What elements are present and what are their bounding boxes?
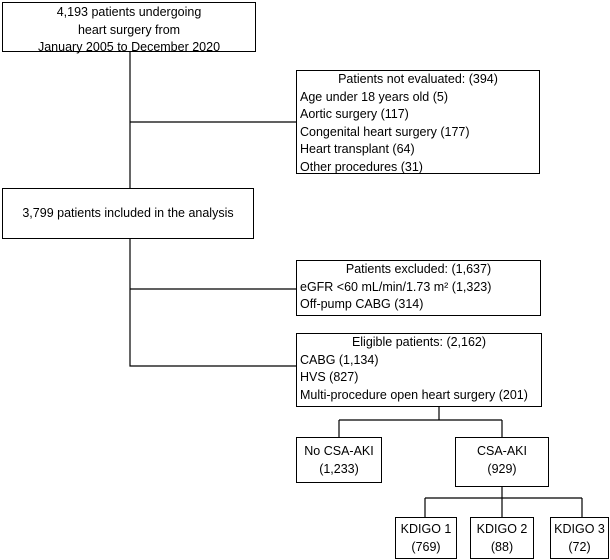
eligible-item: Multi-procedure open heart surgery (201) xyxy=(300,387,528,402)
start-line-2: heart surgery from xyxy=(77,22,181,37)
no-csa-aki-count: (1,233) xyxy=(319,461,359,476)
connector-csa-aki-to-kdigo xyxy=(424,486,583,517)
eligible-item: HVS (827) xyxy=(300,370,359,384)
no-csa-aki-label: No CSA-AKI xyxy=(304,444,374,458)
kdigo1-count: (769) xyxy=(411,539,441,554)
kdigo3-count: (72) xyxy=(568,539,591,554)
connector-included-to-eligible xyxy=(129,238,296,367)
connector-eligible-to-groups xyxy=(338,406,503,437)
csa-aki-count: (929) xyxy=(487,461,517,476)
eligible-item: CABG (1,134) xyxy=(300,352,379,367)
not-evaluated-item: Heart transplant (64) xyxy=(300,142,415,156)
not-evaluated-item: Other procedures (31) xyxy=(300,159,423,174)
not-evaluated-item: Aortic surgery (117) xyxy=(300,107,409,121)
start-line-3: January 2005 to December 2020 xyxy=(37,40,221,54)
not-evaluated-item: Congenital heart surgery (177) xyxy=(300,124,470,139)
not-evaluated-box: Patients not evaluated: (394) Age under … xyxy=(296,70,540,174)
eligible-box: Eligible patients: (2,162) CABG (1,134) … xyxy=(296,333,542,407)
excluded-item: Off-pump CABG (314) xyxy=(300,297,424,311)
kdigo2-box: KDIGO 2 (88) xyxy=(470,517,534,559)
excluded-item: eGFR <60 mL/min/1.73 m² (1,323) xyxy=(300,279,492,294)
start-box: 4,193 patients undergoing heart surgery … xyxy=(2,2,256,54)
kdigo1-box: KDIGO 1 (769) xyxy=(395,517,457,559)
kdigo3-label: KDIGO 3 xyxy=(554,522,605,536)
included-box: 3,799 patients included in the analysis xyxy=(2,188,254,239)
kdigo3-box: KDIGO 3 (72) xyxy=(550,517,609,559)
kdigo2-label: KDIGO 2 xyxy=(476,522,528,536)
kdigo2-count: (88) xyxy=(490,539,514,554)
not-evaluated-item: Age under 18 years old (5) xyxy=(300,89,449,104)
no-csa-aki-box: No CSA-AKI (1,233) xyxy=(296,437,382,483)
csa-aki-label: CSA-AKI xyxy=(476,444,527,458)
start-line-1: 4,193 patients undergoing xyxy=(56,5,202,19)
included-text: 3,799 patients included in the analysis xyxy=(22,206,234,220)
csa-aki-box: CSA-AKI (929) xyxy=(455,437,549,487)
excluded-title: Patients excluded: (1,637) xyxy=(345,262,492,276)
excluded-box: Patients excluded: (1,637) eGFR <60 mL/m… xyxy=(296,260,541,316)
not-evaluated-title: Patients not evaluated: (394) xyxy=(338,72,498,86)
eligible-title: Eligible patients: (2,162) xyxy=(351,335,487,349)
kdigo1-label: KDIGO 1 xyxy=(400,522,452,536)
